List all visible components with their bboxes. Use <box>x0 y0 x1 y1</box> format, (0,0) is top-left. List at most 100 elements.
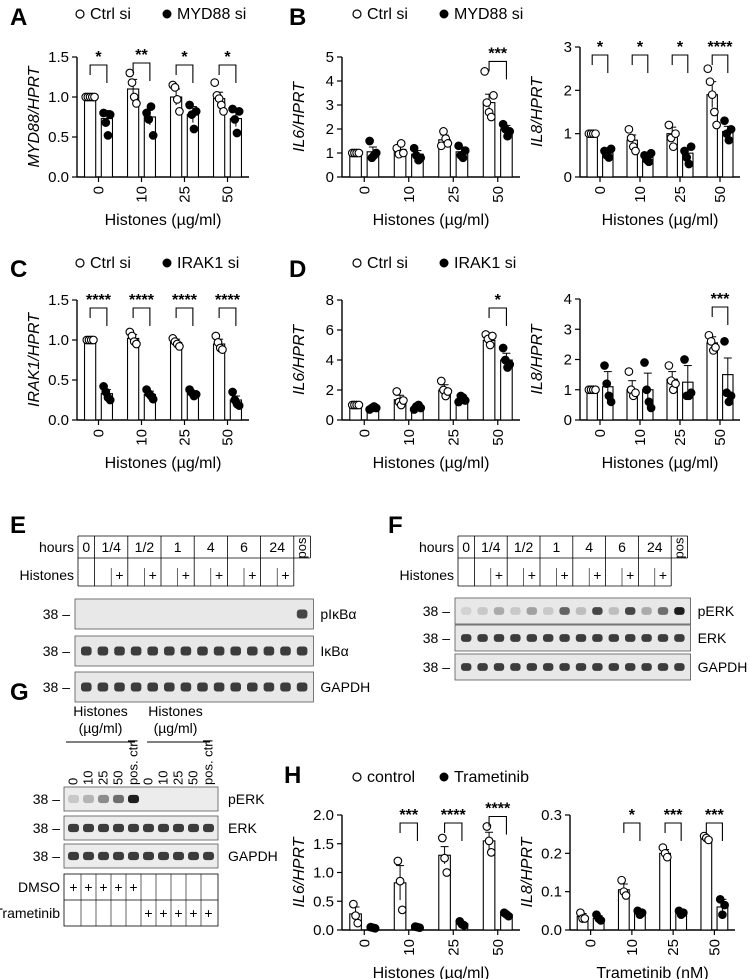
band <box>296 646 308 656</box>
x-tick-label: 25 <box>672 429 689 446</box>
gel-strip <box>454 597 692 625</box>
band <box>625 634 636 642</box>
band <box>657 607 669 615</box>
hours-cell: 6 <box>240 539 248 555</box>
data-point <box>482 98 492 107</box>
band <box>188 851 199 861</box>
plus: + <box>159 905 167 921</box>
data-point <box>144 115 154 124</box>
data-point <box>720 337 729 346</box>
data-point <box>664 120 674 130</box>
y-axis-label: IRAK1/HPRT <box>26 312 43 407</box>
x-tick-label: 25 <box>672 186 689 203</box>
band-label: pERK <box>228 791 265 807</box>
y-tick-label: 1.5 <box>48 292 69 309</box>
data-point <box>715 894 725 904</box>
band <box>575 663 587 671</box>
data-point <box>442 868 452 877</box>
band <box>247 682 258 692</box>
y-tick-label: 1.0 <box>48 89 69 106</box>
x-axis-label: Histones (µg/ml) <box>602 455 719 472</box>
significance-bracket <box>218 64 237 83</box>
band <box>158 851 169 861</box>
data-point <box>89 335 98 345</box>
y-tick-label: 2 <box>564 82 572 99</box>
significance-label: **** <box>215 292 241 309</box>
band <box>674 607 685 615</box>
data-point <box>443 139 453 148</box>
band <box>608 663 619 671</box>
y-tick-label: 0.5 <box>48 372 69 389</box>
x-tick-label: 0 <box>583 939 600 947</box>
data-point <box>101 118 111 127</box>
data-point <box>105 110 115 119</box>
x-axis-label: Histones (µg/ml) <box>602 212 719 229</box>
hours-cell: 4 <box>207 539 215 555</box>
data-point <box>210 78 220 87</box>
significance-bracket <box>664 822 682 841</box>
data-point <box>416 153 426 163</box>
band <box>203 851 214 861</box>
y-tick-label: 0 <box>564 412 572 429</box>
bar <box>83 339 97 421</box>
legend-label: Ctrl si <box>367 6 408 23</box>
lane-label: 0 <box>141 778 156 785</box>
x-tick-label: 50 <box>490 429 507 446</box>
band <box>213 682 225 692</box>
x-tick-label: 25 <box>177 186 194 203</box>
data-point <box>191 390 201 399</box>
significance-label: * <box>677 39 684 56</box>
band-label: pERK <box>698 603 735 619</box>
hours-cell: 6 <box>618 539 626 555</box>
y-tick-label: 0.0 <box>48 412 69 429</box>
legend-label: Ctrl si <box>90 6 131 23</box>
data-point <box>409 143 419 153</box>
x-tick-label: 10 <box>401 186 418 203</box>
data-point <box>662 852 672 862</box>
data-point <box>392 387 402 396</box>
significance-bracket <box>705 822 723 841</box>
data-point <box>484 836 494 846</box>
data-point <box>664 361 674 370</box>
band <box>674 663 685 671</box>
band <box>674 634 685 642</box>
band-label: ERK <box>228 820 257 836</box>
data-point <box>148 131 158 140</box>
hours-cell: 1 <box>174 539 182 555</box>
data-point <box>720 900 729 910</box>
data-point <box>498 343 508 353</box>
bar <box>100 118 114 178</box>
data-point <box>105 395 115 405</box>
panel-letter-e: E <box>10 512 26 539</box>
x-tick-label: 0 <box>356 939 373 947</box>
hours-label: hours <box>419 539 454 555</box>
band <box>608 634 619 642</box>
band <box>128 823 139 833</box>
significance-bracket <box>623 822 641 841</box>
significance-bracket <box>488 60 507 80</box>
bar <box>586 389 598 421</box>
significance-label: **** <box>708 39 734 56</box>
band <box>641 634 652 642</box>
band-label: IκBα <box>320 643 348 659</box>
band <box>280 646 291 656</box>
band <box>247 646 258 656</box>
panel-letter-h: H <box>284 762 301 789</box>
histones-plus: + <box>215 567 223 583</box>
y-tick-label: 4 <box>564 291 572 308</box>
legend-label: Trametinib <box>454 769 529 786</box>
bar <box>212 343 226 421</box>
y-tick-label: 0 <box>326 169 334 186</box>
x-tick-label: 50 <box>220 429 237 446</box>
data-point <box>354 400 364 410</box>
significance-bracket <box>711 306 729 325</box>
band <box>263 646 275 656</box>
data-point <box>626 133 636 143</box>
y-tick-label: 1.0 <box>48 332 69 349</box>
data-point <box>175 107 184 116</box>
data-point <box>399 148 408 158</box>
mw-marker: 38 – <box>423 630 450 646</box>
